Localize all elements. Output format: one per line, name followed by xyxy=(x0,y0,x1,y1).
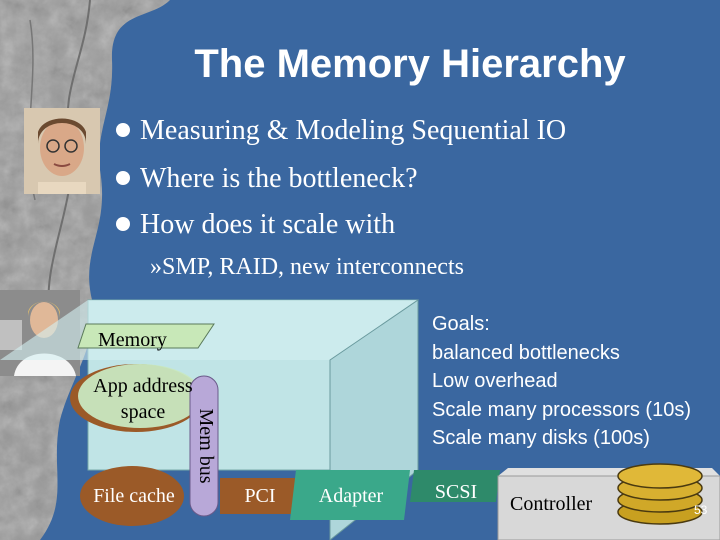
bullet-item: How does it scale with xyxy=(116,208,395,242)
goals-list: Goals: balanced bottlenecks Low overhead… xyxy=(432,310,691,453)
sub-bullet-item: »SMP, RAID, new interconnects xyxy=(150,252,464,282)
controller-label: Controller xyxy=(510,493,593,515)
mem-bus-cylinder xyxy=(189,375,219,517)
page-number: 53 xyxy=(694,503,708,517)
file-cache-label: File cache xyxy=(93,485,175,507)
sub-bullet-text: SMP, RAID, new interconnects xyxy=(162,254,464,280)
goals-heading: Goals: xyxy=(432,313,490,335)
goal-item: Low overhead xyxy=(432,370,558,392)
goal-item: balanced bottlenecks xyxy=(432,341,620,364)
app-address-label-line2: space xyxy=(120,401,166,423)
adapter-label: Adapter xyxy=(318,485,384,507)
bullet-dot-icon xyxy=(116,170,130,185)
memory-label: Memory xyxy=(98,329,167,351)
bullet-dot-icon xyxy=(116,122,130,137)
goal-item: Scale many disks (100s) xyxy=(432,427,650,449)
app-address-label-line1: App address xyxy=(93,375,193,397)
file-cache-shape xyxy=(80,466,184,526)
memory-hierarchy-diagram xyxy=(0,299,720,540)
pci-bus-shape xyxy=(220,478,300,514)
bullet-item: Measuring & Modeling Sequential IO xyxy=(116,114,566,148)
scsi-label: SCSI xyxy=(434,481,478,503)
disk-stack-icon xyxy=(617,463,703,525)
mem-bus-label: Mem bus xyxy=(195,408,217,484)
portrait-photo-1 xyxy=(24,108,100,194)
slide-title: The Memory Hierarchy xyxy=(194,42,626,86)
sub-bullet-marker: » xyxy=(150,254,162,280)
bullet-dot-icon xyxy=(116,216,130,231)
goal-item: Scale many processors (10s) xyxy=(432,398,691,421)
scsi-link-shape xyxy=(410,470,500,502)
adapter-shape xyxy=(290,470,410,520)
bullet-item: Where is the bottleneck? xyxy=(116,162,418,196)
pci-label: PCI xyxy=(244,485,276,507)
memory-tab-shape xyxy=(77,323,215,349)
